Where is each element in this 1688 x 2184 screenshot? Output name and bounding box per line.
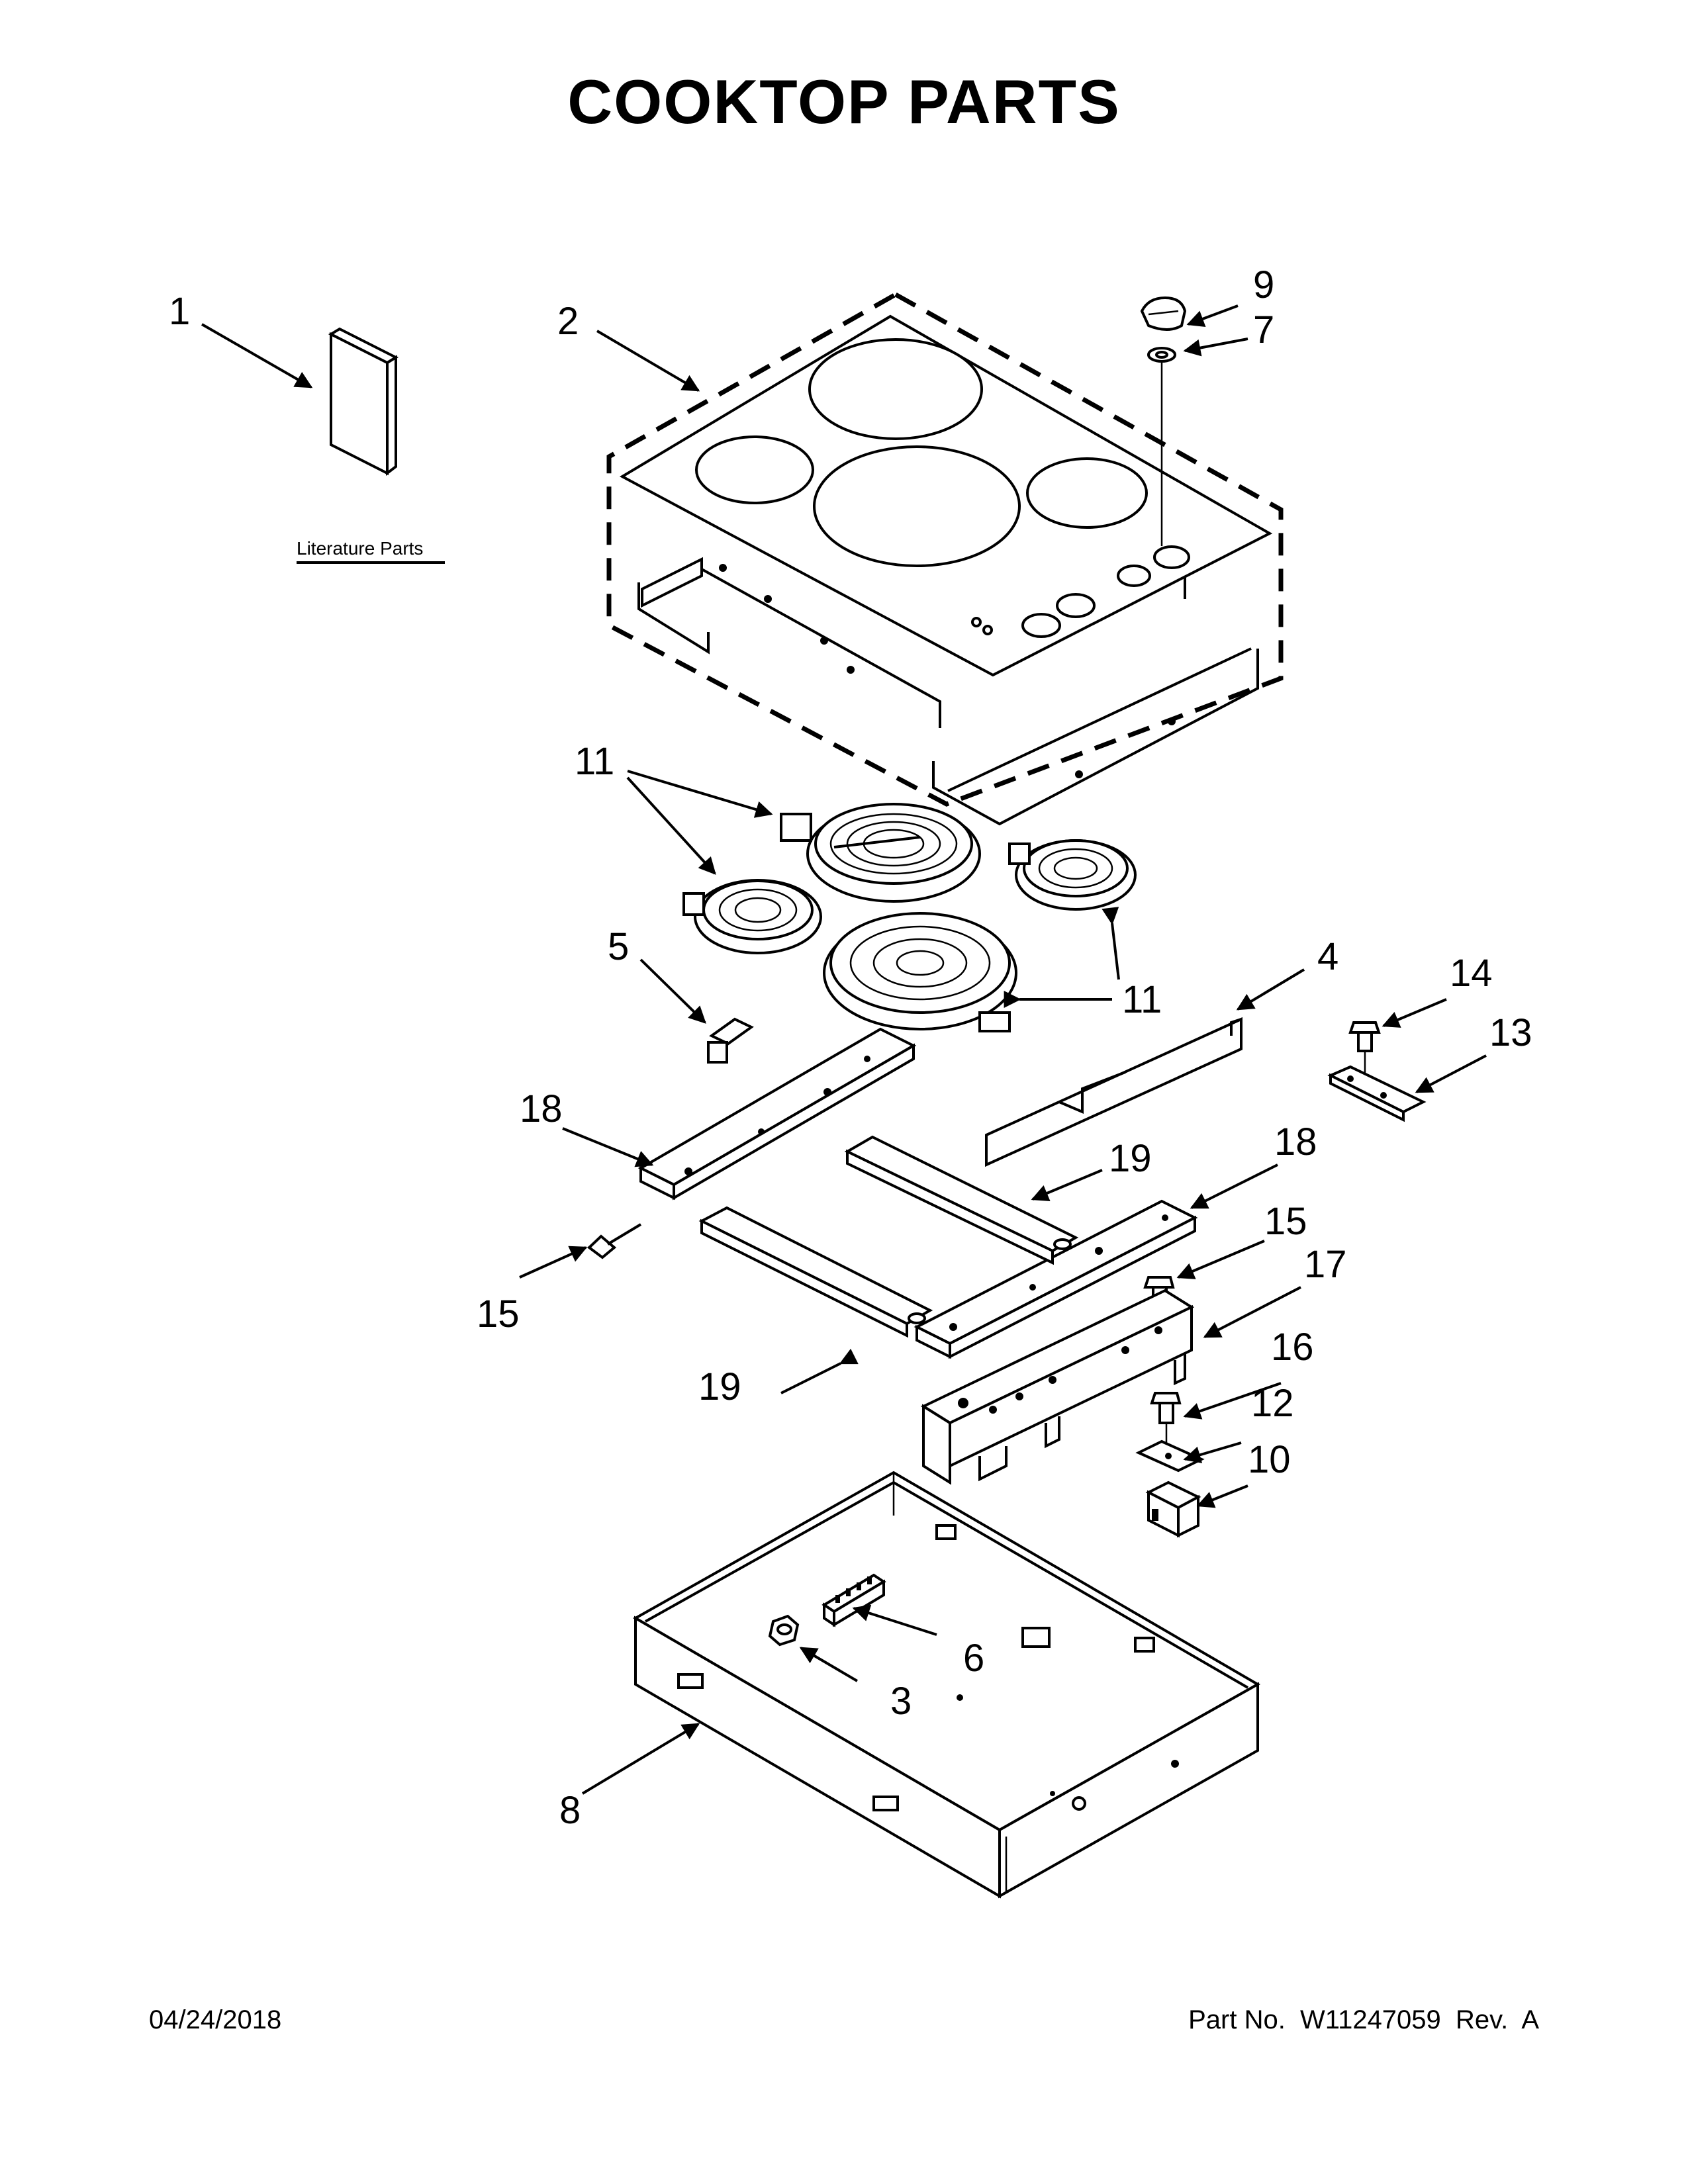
callout-15-left: 15 (477, 1293, 520, 1336)
callout-11-right: 11 (1122, 978, 1162, 1021)
footer-part-number: Part No. W11247059 Rev. A (1188, 2005, 1539, 2034)
page-title: COOKTOP PARTS (567, 67, 1121, 136)
callout-13: 13 (1489, 1011, 1532, 1054)
callout-1: 1 (169, 290, 190, 333)
control-bracket (920, 1289, 1195, 1485)
callout-6: 6 (963, 1637, 984, 1680)
cross-bracket-upper (844, 1135, 1079, 1265)
mounting-rail-left (637, 1027, 917, 1201)
knob-washer (1147, 347, 1176, 363)
wire-connector (707, 1017, 754, 1064)
callout-2: 2 (557, 300, 579, 343)
infinite-switch-10 (1145, 1480, 1201, 1538)
footer-date: 04/24/2018 (149, 2005, 282, 2034)
screw-15-left (586, 1223, 642, 1259)
bridge-radiant-element (823, 912, 1017, 1032)
mounting-rail-right (914, 1199, 1198, 1359)
callout-17: 17 (1304, 1243, 1347, 1286)
large-radiant-element (780, 803, 981, 903)
terminal-block-6 (821, 1573, 886, 1627)
callout-18-right: 18 (1274, 1120, 1317, 1163)
callout-10: 10 (1248, 1438, 1291, 1481)
callout-14: 14 (1450, 952, 1493, 995)
leader-arrows (201, 304, 1487, 1795)
literature-parts-booklet (297, 327, 445, 564)
control-knob-holes (971, 545, 1190, 638)
callout-18-left: 18 (520, 1087, 563, 1130)
callout-15-right: 15 (1264, 1200, 1307, 1243)
callout-11-top: 11 (575, 740, 614, 783)
small-radiant-element-left (682, 879, 822, 954)
callout-19-lower: 19 (698, 1365, 741, 1408)
small-radiant-element-right (1008, 839, 1137, 911)
callout-7: 7 (1253, 308, 1274, 351)
callout-3: 3 (890, 1680, 912, 1723)
mounting-plate-13 (1327, 1065, 1427, 1122)
callout-9: 9 (1253, 263, 1274, 306)
callout-19-upper: 19 (1109, 1137, 1152, 1180)
heat-shield-bracket (985, 1017, 1243, 1167)
strain-relief-nut-3 (768, 1614, 800, 1647)
callout-12: 12 (1251, 1382, 1294, 1425)
screw-14 (1348, 1021, 1381, 1079)
cooktop-glass-assembly (606, 291, 1284, 826)
cross-bracket-lower (698, 1206, 933, 1338)
callout-5: 5 (608, 925, 629, 968)
literature-parts-label: Literature Parts (297, 538, 423, 559)
cooktop-base-box (632, 1471, 1261, 1899)
callout-8: 8 (559, 1789, 581, 1832)
control-knob (1140, 296, 1187, 331)
callout-4: 4 (1317, 935, 1338, 978)
callout-16: 16 (1271, 1326, 1314, 1369)
